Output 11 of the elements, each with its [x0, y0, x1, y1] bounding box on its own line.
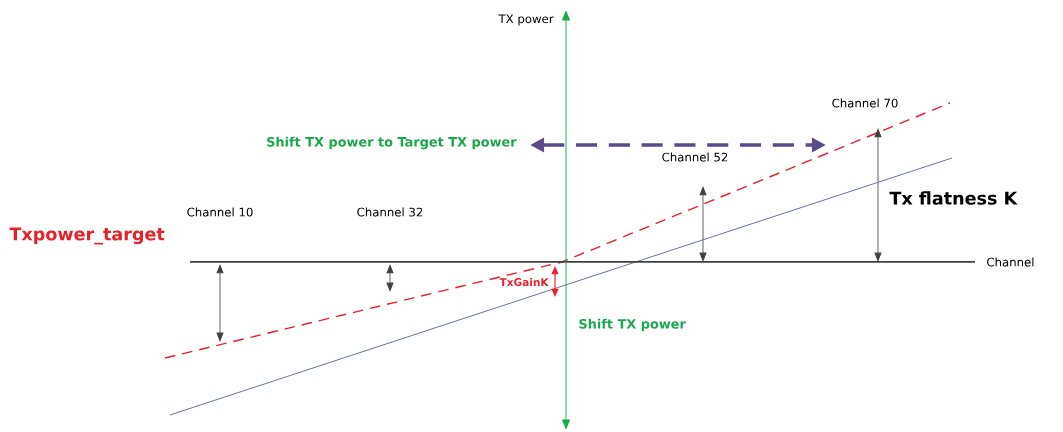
axis-label: Channel [987, 257, 1034, 267]
channel-label: Channel 52 [662, 152, 728, 162]
measure-label: TxGainK [499, 277, 549, 287]
target-label: Txpower_target [9, 227, 165, 245]
arrow-label: Shift TX power [579, 318, 686, 332]
arrow-label: Shift TX power to Target TX power [267, 136, 517, 150]
measure-label: Tx flatness K [889, 191, 1018, 205]
axis-label: TX power [498, 14, 554, 26]
channel-label: Channel 10 [187, 207, 253, 217]
channel-label: Channel 32 [357, 207, 423, 217]
channel-label: Channel 70 [832, 98, 898, 108]
